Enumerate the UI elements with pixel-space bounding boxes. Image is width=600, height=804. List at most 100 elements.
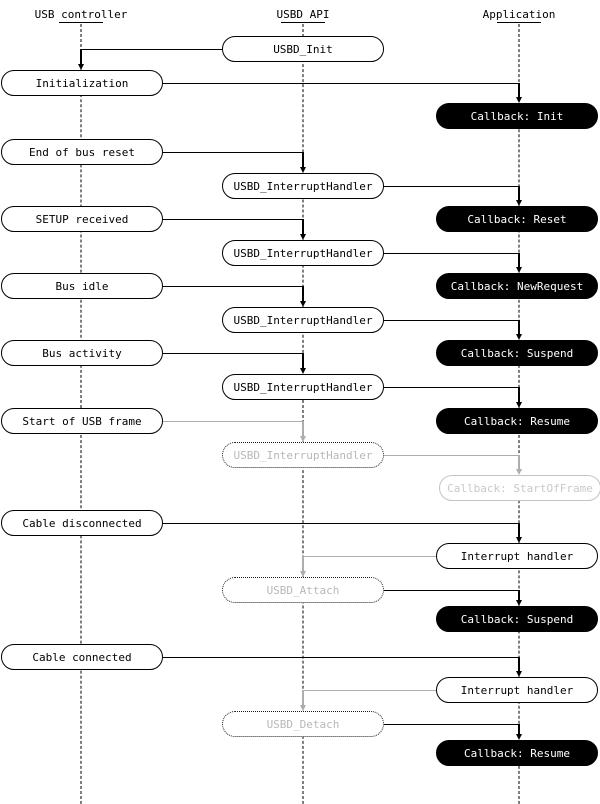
connector-v-c05 <box>302 219 304 234</box>
node-label: Bus activity <box>42 346 122 360</box>
lifeline-header-usbd-api: USBD API <box>276 8 330 21</box>
connector-arrow-c17 <box>300 705 306 711</box>
node-label: Callback: Resume <box>464 414 570 428</box>
node-label: USBD_InterruptHandler <box>233 313 373 327</box>
node-label: Callback: Resume <box>464 746 570 760</box>
lifeline-header-bar-application <box>497 22 541 23</box>
node-label: Callback: Suspend <box>460 612 574 626</box>
connector-h-c12 <box>384 455 519 457</box>
connector-v-c16 <box>518 657 520 671</box>
connector-arrow-c14 <box>300 571 306 577</box>
connector-arrow-c03 <box>300 167 306 173</box>
connector-arrow-c04 <box>516 200 522 206</box>
node-label: SETUP received <box>35 212 129 226</box>
node-n01: USBD_Init <box>222 36 384 62</box>
connector-h-c07 <box>163 286 303 288</box>
node-label: USBD_InterruptHandler <box>233 246 373 260</box>
connector-h-c05 <box>163 219 303 221</box>
lifeline-header-bar-usbd-api <box>281 22 325 23</box>
connector-v-c13 <box>518 523 520 537</box>
connector-v-c04 <box>518 186 520 200</box>
connector-h-c08 <box>384 320 519 322</box>
connector-v-c18 <box>518 724 520 734</box>
node-n18: Callback: StartOfFrame <box>439 475 600 501</box>
connector-arrow-c02 <box>516 97 522 103</box>
node-n07: SETUP received <box>1 206 163 232</box>
node-label: USBD_InterruptHandler <box>233 380 373 394</box>
connector-arrow-c16 <box>516 671 522 677</box>
node-n03: Callback: Init <box>436 103 598 129</box>
node-n20: Interrupt handler <box>436 543 598 569</box>
node-label: Interrupt handler <box>460 683 574 697</box>
connector-arrow-c06 <box>516 267 522 273</box>
node-n08: USBD_InterruptHandler <box>222 240 384 266</box>
node-label: USBD_Attach <box>266 583 340 597</box>
connector-h-c01 <box>81 49 222 51</box>
node-n14: USBD_InterruptHandler <box>222 374 384 400</box>
node-label: Callback: NewRequest <box>450 279 584 293</box>
node-n23: Cable connected <box>1 644 163 670</box>
connector-v-c09 <box>302 353 304 368</box>
node-label: USBD_InterruptHandler <box>233 179 373 193</box>
node-label: Initialization <box>35 76 129 90</box>
connector-arrow-c08 <box>516 334 522 340</box>
node-label: Interrupt handler <box>460 549 574 563</box>
node-label: Callback: Init <box>470 109 564 123</box>
connector-v-c02 <box>518 83 520 97</box>
node-n25: USBD_Detach <box>222 711 384 737</box>
connector-h-c15 <box>384 590 519 592</box>
connector-v-c14 <box>302 556 304 571</box>
connector-arrow-c18 <box>516 734 522 740</box>
node-n15: Callback: Resume <box>436 408 598 434</box>
node-label: Bus idle <box>55 279 109 293</box>
node-n09: Callback: NewRequest <box>436 273 598 299</box>
connector-h-c04 <box>384 186 519 188</box>
node-label: USBD_InterruptHandler <box>233 448 373 462</box>
connector-h-c13 <box>163 523 519 525</box>
connector-v-c12 <box>518 455 520 469</box>
connector-v-c07 <box>302 286 304 301</box>
connector-h-c09 <box>163 353 303 355</box>
node-label: Cable disconnected <box>22 516 142 530</box>
node-n12: Callback: Suspend <box>436 340 598 366</box>
connector-arrow-c13 <box>516 537 522 543</box>
connector-arrow-c11 <box>300 436 306 442</box>
connector-arrow-c01 <box>78 64 84 70</box>
node-label: USBD_Init <box>273 42 333 56</box>
connector-arrow-c12 <box>516 469 522 475</box>
connector-h-c18 <box>384 724 519 726</box>
connector-v-c17 <box>302 690 304 705</box>
node-n11: USBD_InterruptHandler <box>222 307 384 333</box>
connector-arrow-c09 <box>300 368 306 374</box>
node-label: Cable connected <box>32 650 132 664</box>
connector-v-c15 <box>518 590 520 600</box>
node-n24: Interrupt handler <box>436 677 598 703</box>
connector-v-c11 <box>302 421 304 436</box>
node-n19: Cable disconnected <box>1 510 163 536</box>
connector-h-c14 <box>303 556 436 558</box>
connector-h-c10 <box>384 387 519 389</box>
connector-h-c17 <box>303 690 436 692</box>
lifeline-header-bar-usb-controller <box>59 22 103 23</box>
node-label: Callback: StartOfFrame <box>447 481 593 495</box>
node-n13: Bus activity <box>1 340 163 366</box>
node-label: Callback: Reset <box>467 212 567 226</box>
lifeline-usbd-api <box>302 24 304 804</box>
node-n05: USBD_InterruptHandler <box>222 173 384 199</box>
node-label: End of bus reset <box>29 145 135 159</box>
node-n16: Start of USB frame <box>1 408 163 434</box>
connector-arrow-c15 <box>516 600 522 606</box>
connector-v-c03 <box>302 152 304 167</box>
node-label: Callback: Suspend <box>460 346 574 360</box>
connector-h-c03 <box>163 152 303 154</box>
connector-h-c06 <box>384 253 519 255</box>
connector-h-c16 <box>163 657 519 659</box>
node-n02: Initialization <box>1 70 163 96</box>
connector-arrow-c10 <box>516 402 522 408</box>
connector-h-c11 <box>163 421 303 423</box>
connector-v-c06 <box>518 253 520 267</box>
node-label: Start of USB frame <box>22 414 142 428</box>
connector-v-c10 <box>518 387 520 402</box>
node-n06: Callback: Reset <box>436 206 598 232</box>
